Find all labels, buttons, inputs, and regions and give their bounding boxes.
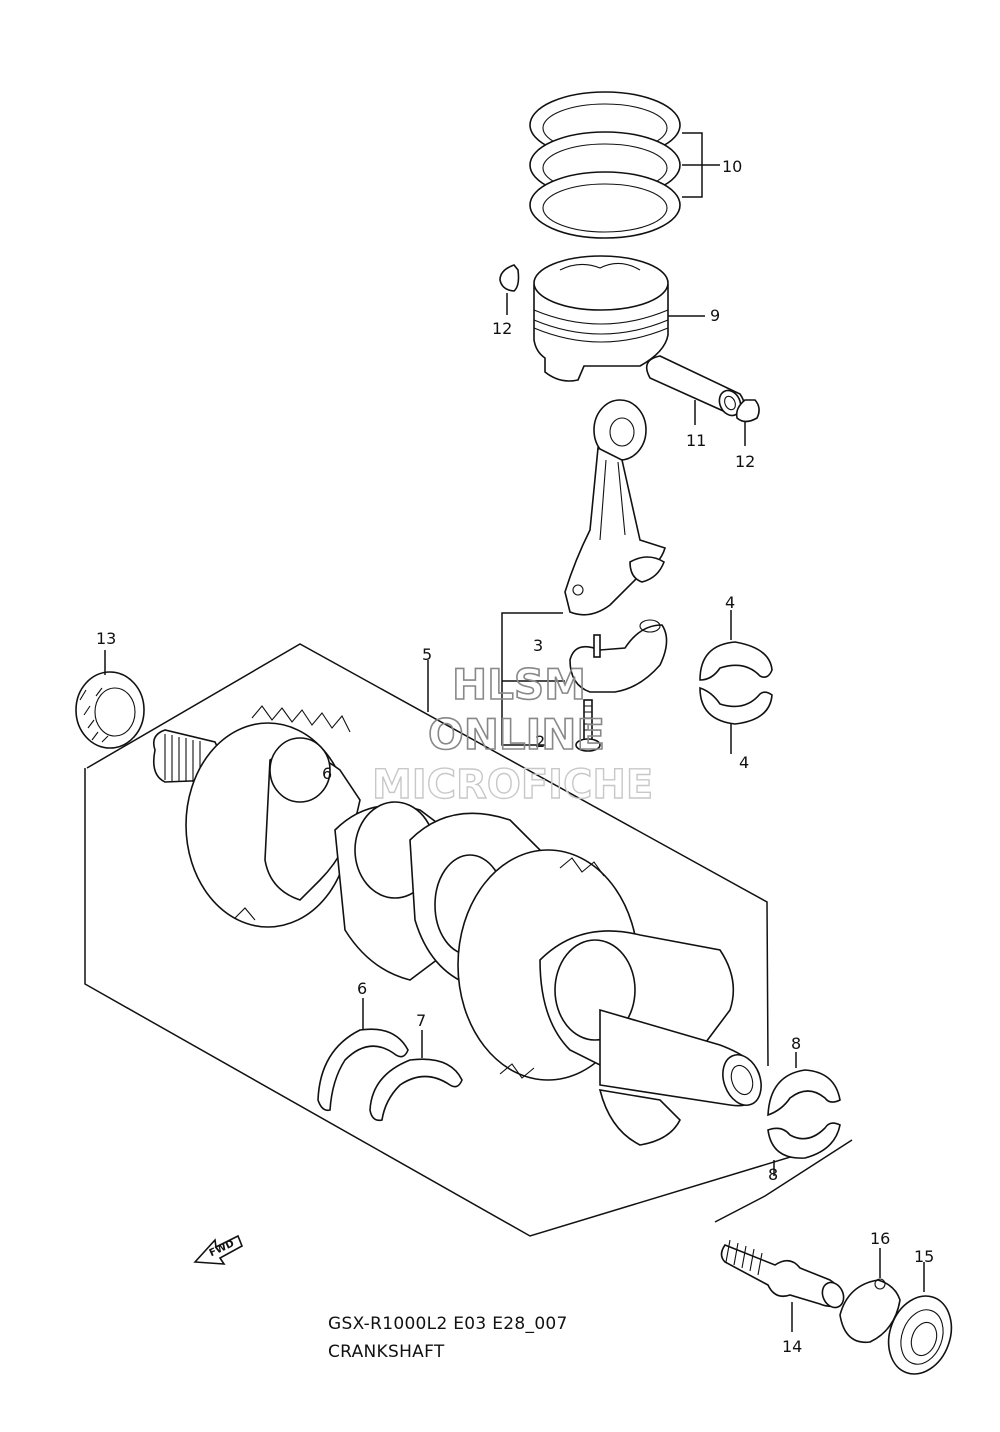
diagram-model-code: GSX-R1000L2 E03 E28_007	[328, 1314, 568, 1334]
oil-seal-circlip[interactable]	[839, 1278, 901, 1344]
callout-6: 6	[357, 979, 367, 998]
piston-pin-circlip-left[interactable]	[499, 264, 520, 292]
conrod-bearing-upper[interactable]	[699, 641, 773, 681]
crankshaft-drive-gear[interactable]	[75, 671, 145, 749]
callout-16: 16	[870, 1229, 890, 1248]
callout-6-on-crank: 6	[322, 764, 332, 783]
crankshaft-oil-seal[interactable]	[878, 1287, 962, 1383]
callout-9: 9	[710, 306, 720, 325]
crankshaft-thrust-bearing-upper[interactable]	[767, 1069, 841, 1117]
callout-13: 13	[96, 629, 116, 648]
watermark-line1: HLSM	[452, 660, 586, 709]
crankshaft[interactable]	[152, 705, 768, 1146]
watermark-line3: MICROFICHE	[372, 762, 653, 808]
piston-rings[interactable]	[529, 91, 681, 239]
crankshaft-box-outline	[84, 643, 821, 1237]
callout-8-bottom: 8	[768, 1165, 778, 1184]
conrod-bearing-lower[interactable]	[699, 686, 773, 725]
callout-11: 11	[686, 431, 706, 450]
callout-12-left: 12	[492, 319, 512, 338]
piston[interactable]	[533, 255, 669, 382]
callout-4-top: 4	[725, 593, 735, 612]
crankshaft-thrust-bearing-lower[interactable]	[767, 1122, 841, 1159]
callout-15: 15	[914, 1247, 934, 1266]
callout-3: 3	[533, 636, 543, 655]
callout-7: 7	[416, 1011, 426, 1030]
crankshaft-main-bearing-7[interactable]	[369, 1058, 463, 1122]
callout-12-right: 12	[735, 452, 755, 471]
callout-5: 5	[422, 645, 432, 664]
connecting-rod[interactable]	[564, 399, 666, 616]
crankshaft-main-bearing-6[interactable]	[317, 1028, 409, 1112]
watermark-line2: ONLINE	[428, 710, 605, 759]
diagram-title: CRANKSHAFT	[328, 1342, 445, 1362]
callout-8-top: 8	[791, 1034, 801, 1053]
callout-14: 14	[782, 1337, 802, 1356]
crankshaft-end-bolt[interactable]	[720, 1239, 848, 1311]
callout-10: 10	[722, 157, 742, 176]
watermark: HLSM ONLINE MICROFICHE	[371, 659, 654, 809]
fwd-arrow: FWD	[193, 1234, 244, 1265]
callout-2: 2	[535, 732, 545, 751]
piston-pin-circlip-right[interactable]	[735, 399, 760, 423]
connecting-rod-bolt[interactable]	[575, 634, 601, 752]
piston-pin[interactable]	[645, 355, 746, 419]
callout-4-bottom: 4	[739, 753, 749, 772]
